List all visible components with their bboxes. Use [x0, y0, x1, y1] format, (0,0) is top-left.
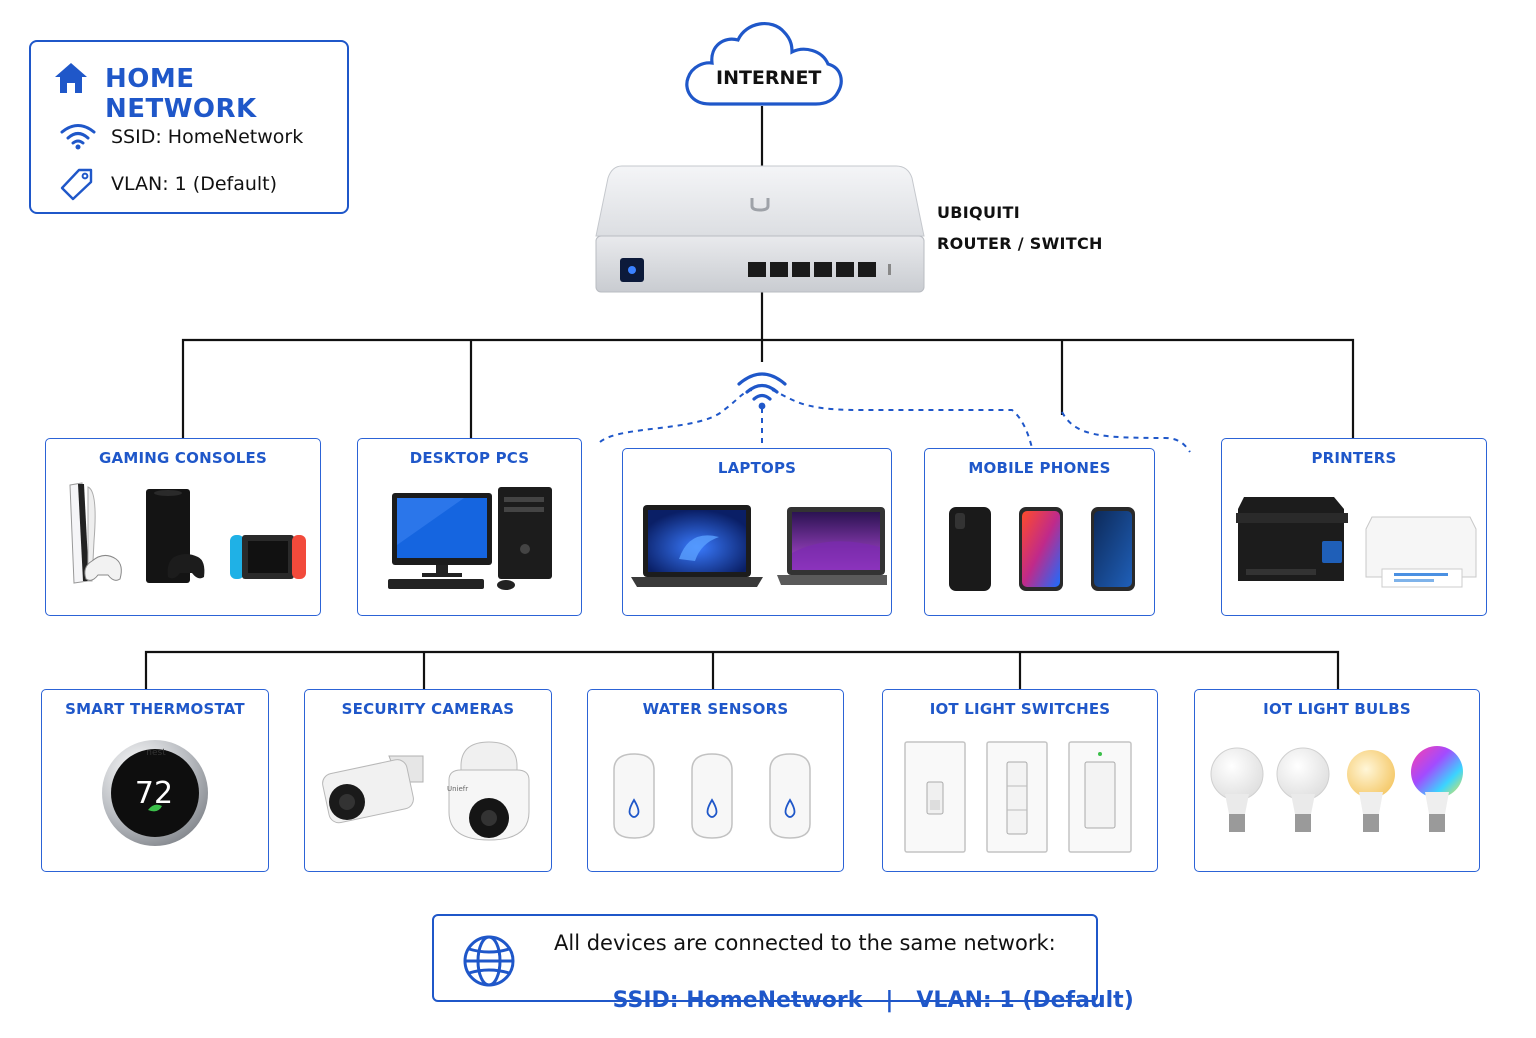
legend-vlan: VLAN: 1 (Default) — [111, 173, 278, 195]
footer-network-details: SSID: HomeNetwork | VLAN: 1 (Default) — [582, 963, 1134, 1038]
globe-icon — [463, 935, 515, 987]
device-group-water-sensors: WATER SENSORS — [587, 689, 844, 872]
security-camera-icon — [322, 741, 530, 841]
light-switch-icon — [904, 741, 1132, 853]
legend-title: HOME NETWORK — [105, 64, 257, 124]
router-model: ROUTER / SWITCH — [937, 234, 1103, 253]
device-group-title: PRINTERS — [1311, 449, 1397, 467]
device-group-iot-light-switches: IOT LIGHT SWITCHES — [882, 689, 1158, 872]
device-group-laptops: LAPTOPS — [622, 448, 892, 616]
router-device — [595, 165, 925, 293]
cloud-icon — [685, 22, 843, 106]
network-summary-footer: All devices are connected to the same ne… — [432, 914, 1134, 1013]
laptop-icon — [631, 505, 887, 587]
device-group-title: SMART THERMOSTAT — [65, 700, 245, 718]
device-group-title: LAPTOPS — [717, 459, 797, 477]
water-sensor-icon — [613, 753, 811, 839]
device-group-security-cameras: SECURITY CAMERAS Uniefr — [304, 689, 552, 872]
footer-message: All devices are connected to the same ne… — [554, 931, 1056, 955]
tag-icon — [60, 168, 93, 201]
gaming-console-icon — [69, 482, 306, 584]
device-group-title: IOT LIGHT SWITCHES — [929, 700, 1111, 718]
router-brand: UBIQUITI — [937, 203, 1020, 222]
camera-brand: Uniefr — [447, 785, 469, 793]
legend-ssid: SSID: HomeNetwork — [111, 126, 304, 148]
device-group-smart-thermostat: SMART THERMOSTAT nest 72 — [41, 689, 269, 872]
device-group-gaming-consoles: GAMING CONSOLES — [45, 438, 321, 616]
desktop-pc-icon — [388, 487, 552, 590]
light-bulb-icon — [1210, 746, 1463, 832]
home-network-legend: HOME NETWORK SSID: HomeNetwork VLAN: 1 (… — [29, 40, 349, 214]
thermostat-temperature: 72 — [134, 776, 174, 811]
footer-ssid: SSID: HomeNetwork — [612, 988, 863, 1013]
device-group-title: DESKTOP PCS — [409, 449, 530, 467]
device-group-mobile-phones: MOBILE PHONES — [924, 448, 1155, 616]
device-group-printers: PRINTERS — [1221, 438, 1487, 616]
thermostat-brand: nest — [146, 748, 166, 758]
device-group-title: GAMING CONSOLES — [99, 449, 267, 467]
printer-icon — [1236, 497, 1477, 588]
device-group-iot-light-bulbs: IOT LIGHT BULBS — [1194, 689, 1480, 872]
footer-separator: | — [885, 988, 894, 1013]
mobile-phone-icon — [949, 507, 1135, 591]
wifi-icon — [737, 372, 787, 410]
device-group-title: IOT LIGHT BULBS — [1263, 700, 1411, 718]
device-group-title: WATER SENSORS — [642, 700, 789, 718]
device-group-title: SECURITY CAMERAS — [341, 700, 515, 718]
internet-label: INTERNET — [716, 67, 822, 89]
thermostat-icon — [102, 740, 208, 846]
wifi-icon — [60, 124, 96, 150]
device-group-title: MOBILE PHONES — [968, 459, 1111, 477]
footer-vlan: VLAN: 1 (Default) — [916, 988, 1134, 1013]
device-group-desktop-pcs: DESKTOP PCS — [357, 438, 582, 616]
home-icon — [55, 63, 87, 93]
